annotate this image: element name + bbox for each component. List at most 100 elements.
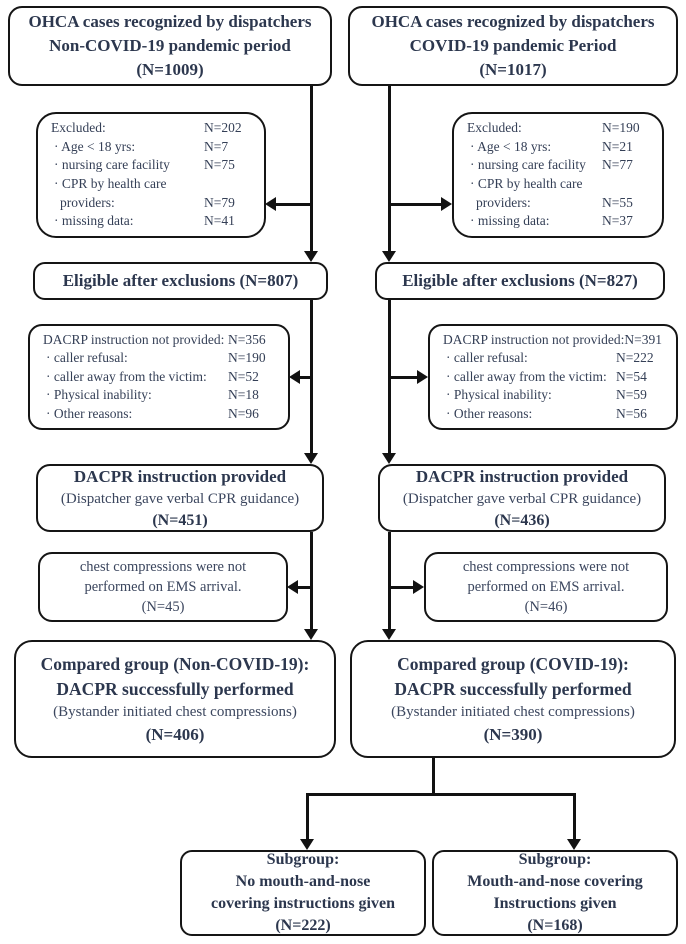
excluded-row: providers: N=79	[51, 194, 254, 213]
connector-left-provided-to-compared	[310, 532, 313, 632]
not-provided-row: DACRP instruction not provided: N=391	[443, 331, 666, 350]
excluded-value: N=41	[204, 213, 235, 229]
arrow-left-icon	[265, 197, 276, 211]
not-provided-value: N=54	[616, 368, 647, 384]
subgroup-title: Subgroup:	[518, 851, 592, 868]
excluded-row: · Age < 18 yrs: N=7	[51, 138, 254, 157]
excluded-row: · nursing care facility N=75	[51, 156, 254, 175]
not-provided-value: N=56	[616, 405, 647, 421]
excluded-value: N=79	[204, 194, 235, 210]
excluded-row: · missing data: N=37	[467, 212, 652, 231]
excluded-label: · missing data:	[54, 213, 134, 229]
excluded-value	[602, 175, 652, 194]
compared-line2: DACPR successfully performed	[394, 678, 632, 699]
not-performed-line2: performed on EMS arrival.	[467, 579, 625, 595]
connector-split-to-no-covering	[306, 793, 309, 841]
box-ohca-covid-line2: COVID-19 pandemic Period	[409, 36, 617, 55]
subgroup-line2: No mouth-and-nose	[235, 873, 371, 890]
connector-left-to-excluded	[275, 203, 312, 206]
box-not-provided-covid: DACRP instruction not provided: N=391 · …	[428, 324, 678, 430]
not-provided-row: · Other reasons: N=56	[443, 405, 666, 424]
not-provided-row: · caller away from the victim: N=54	[443, 368, 666, 387]
arrow-down-icon	[304, 251, 318, 262]
arrow-right-icon	[441, 197, 452, 211]
not-provided-row: DACRP instruction not provided: N=356	[43, 331, 278, 350]
excluded-row: · missing data: N=41	[51, 212, 254, 231]
excluded-label: Excluded:	[467, 120, 522, 136]
excluded-label: providers:	[60, 194, 115, 210]
arrow-down-icon	[304, 453, 318, 464]
box-not-provided-noncovid: DACRP instruction not provided: N=356 · …	[28, 324, 290, 430]
box-eligible-covid: Eligible after exclusions (N=827)	[375, 262, 665, 300]
excluded-value: N=75	[204, 157, 235, 173]
arrow-down-icon	[382, 251, 396, 262]
not-provided-label: · Other reasons:	[446, 405, 533, 421]
provided-title: DACPR instruction provided	[415, 466, 629, 486]
excluded-value: N=190	[602, 120, 640, 136]
box-ohca-covid-n: (N=1017)	[479, 60, 547, 79]
not-provided-label: · Other reasons:	[46, 405, 133, 421]
box-eligible-noncovid: Eligible after exclusions (N=807)	[33, 262, 328, 300]
subgroup-title: Subgroup:	[266, 851, 340, 868]
connector-left-to-not-performed	[297, 586, 312, 589]
box-ohca-noncovid-line1: OHCA cases recognized by dispatchers	[28, 12, 312, 31]
connector-right-top-to-eligible	[388, 86, 391, 253]
eligible-text: Eligible after exclusions (N=827)	[402, 271, 638, 290]
excluded-row: providers: N=55	[467, 194, 652, 213]
excluded-row: Excluded: N=202	[51, 119, 254, 138]
connector-compared-to-split	[432, 758, 435, 796]
excluded-value: N=37	[602, 213, 633, 229]
compared-title: Compared group (COVID-19):	[397, 653, 629, 674]
connector-split-to-covering	[573, 793, 576, 841]
not-provided-value: N=96	[228, 405, 259, 421]
excluded-row: · Age < 18 yrs: N=21	[467, 138, 652, 157]
box-ohca-covid: OHCA cases recognized by dispatchers COV…	[348, 6, 678, 86]
excluded-label: · CPR by health care	[54, 176, 167, 191]
subgroup-n: (N=168)	[527, 917, 583, 934]
connector-right-to-excluded	[389, 203, 442, 206]
box-provided-covid: DACPR instruction provided (Dispatcher g…	[378, 464, 666, 532]
arrow-down-icon	[567, 839, 581, 850]
not-provided-value: N=222	[616, 350, 654, 366]
compared-n: (N=406)	[145, 724, 205, 744]
not-provided-label: · Physical inability:	[46, 387, 152, 403]
arrow-right-icon	[417, 370, 428, 384]
excluded-label: Excluded:	[51, 120, 106, 136]
arrow-down-icon	[300, 839, 314, 850]
not-provided-row: · caller refusal: N=222	[443, 349, 666, 368]
box-ohca-covid-line1: OHCA cases recognized by dispatchers	[371, 12, 655, 31]
excluded-row: · nursing care facility N=77	[467, 156, 652, 175]
not-provided-value: N=18	[228, 387, 259, 403]
compared-n: (N=390)	[483, 724, 543, 744]
excluded-value: N=7	[204, 138, 229, 154]
not-provided-row: · Other reasons: N=96	[43, 405, 278, 424]
subgroup-line2: Mouth-and-nose covering	[467, 873, 643, 890]
arrow-down-icon	[304, 629, 318, 640]
box-subgroup-no-covering: Subgroup: No mouth-and-nose covering ins…	[180, 850, 426, 936]
excluded-value	[204, 175, 254, 194]
connector-split-bar	[306, 793, 576, 796]
box-not-performed-noncovid: chest compressions were not performed on…	[38, 552, 288, 622]
subgroup-line3: Instructions given	[493, 895, 617, 912]
not-performed-n: (N=45)	[141, 599, 185, 615]
excluded-label: · Age < 18 yrs:	[54, 138, 136, 154]
excluded-row: · CPR by health care	[51, 175, 254, 194]
provided-subtitle: (Dispatcher gave verbal CPR guidance)	[402, 490, 642, 507]
not-provided-value: N=391	[624, 331, 662, 347]
excluded-label: · Age < 18 yrs:	[470, 138, 552, 154]
box-ohca-noncovid: OHCA cases recognized by dispatchers Non…	[8, 6, 332, 86]
arrow-down-icon	[382, 453, 396, 464]
connector-right-to-not-provided	[389, 376, 419, 379]
not-provided-value: N=190	[228, 350, 266, 366]
arrow-down-icon	[382, 629, 396, 640]
not-provided-row: · caller away from the victim: N=52	[43, 368, 278, 387]
not-provided-label: · caller refusal:	[446, 350, 528, 366]
excluded-label: · nursing care facility	[470, 157, 586, 173]
arrow-left-icon	[287, 580, 298, 594]
arrow-right-icon	[413, 580, 424, 594]
not-provided-label: · caller refusal:	[46, 350, 128, 366]
box-ohca-noncovid-n: (N=1009)	[136, 60, 204, 79]
subgroup-n: (N=222)	[275, 917, 331, 934]
box-provided-noncovid: DACPR instruction provided (Dispatcher g…	[36, 464, 324, 532]
